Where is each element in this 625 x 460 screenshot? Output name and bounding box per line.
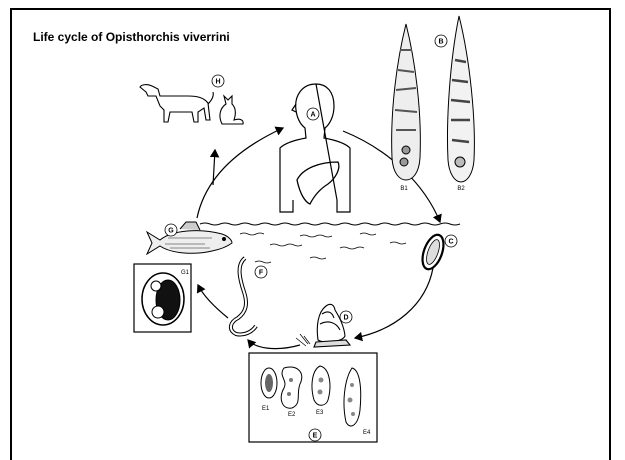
label-A: A [310,112,315,119]
larval-stages-inset-E [249,353,377,442]
label-B1: B1 [400,186,408,192]
arrow-cercaria-to-fish [198,285,228,318]
label-C: C [448,239,453,246]
label-E3: E3 [316,410,324,416]
water-line [200,223,460,225]
label-E4: E4 [363,430,371,436]
label-D: D [343,315,348,322]
label-B: B [438,39,443,46]
water-ripples [240,233,406,263]
label-H: H [215,79,220,86]
reservoir-hosts-dog-cat [140,85,243,124]
label-F: F [259,270,264,277]
label-E2: E2 [288,412,296,418]
cercaria-F [231,258,256,335]
label-G: G [168,228,174,235]
adult-fluke-B2 [447,16,474,182]
adult-fluke-B1 [392,24,421,180]
label-B2: B2 [457,186,465,192]
arrow-egg-to-snail [355,268,433,338]
human-host [280,84,350,212]
fish-host-G [147,222,232,254]
arrow-snail-to-cercaria [248,340,300,349]
arrow-fish-to-human [197,128,283,218]
label-E1: E1 [262,406,270,412]
snail-host-D [296,304,350,347]
egg-C [418,232,447,272]
label-E: E [313,433,318,440]
label-G1: G1 [181,270,190,276]
